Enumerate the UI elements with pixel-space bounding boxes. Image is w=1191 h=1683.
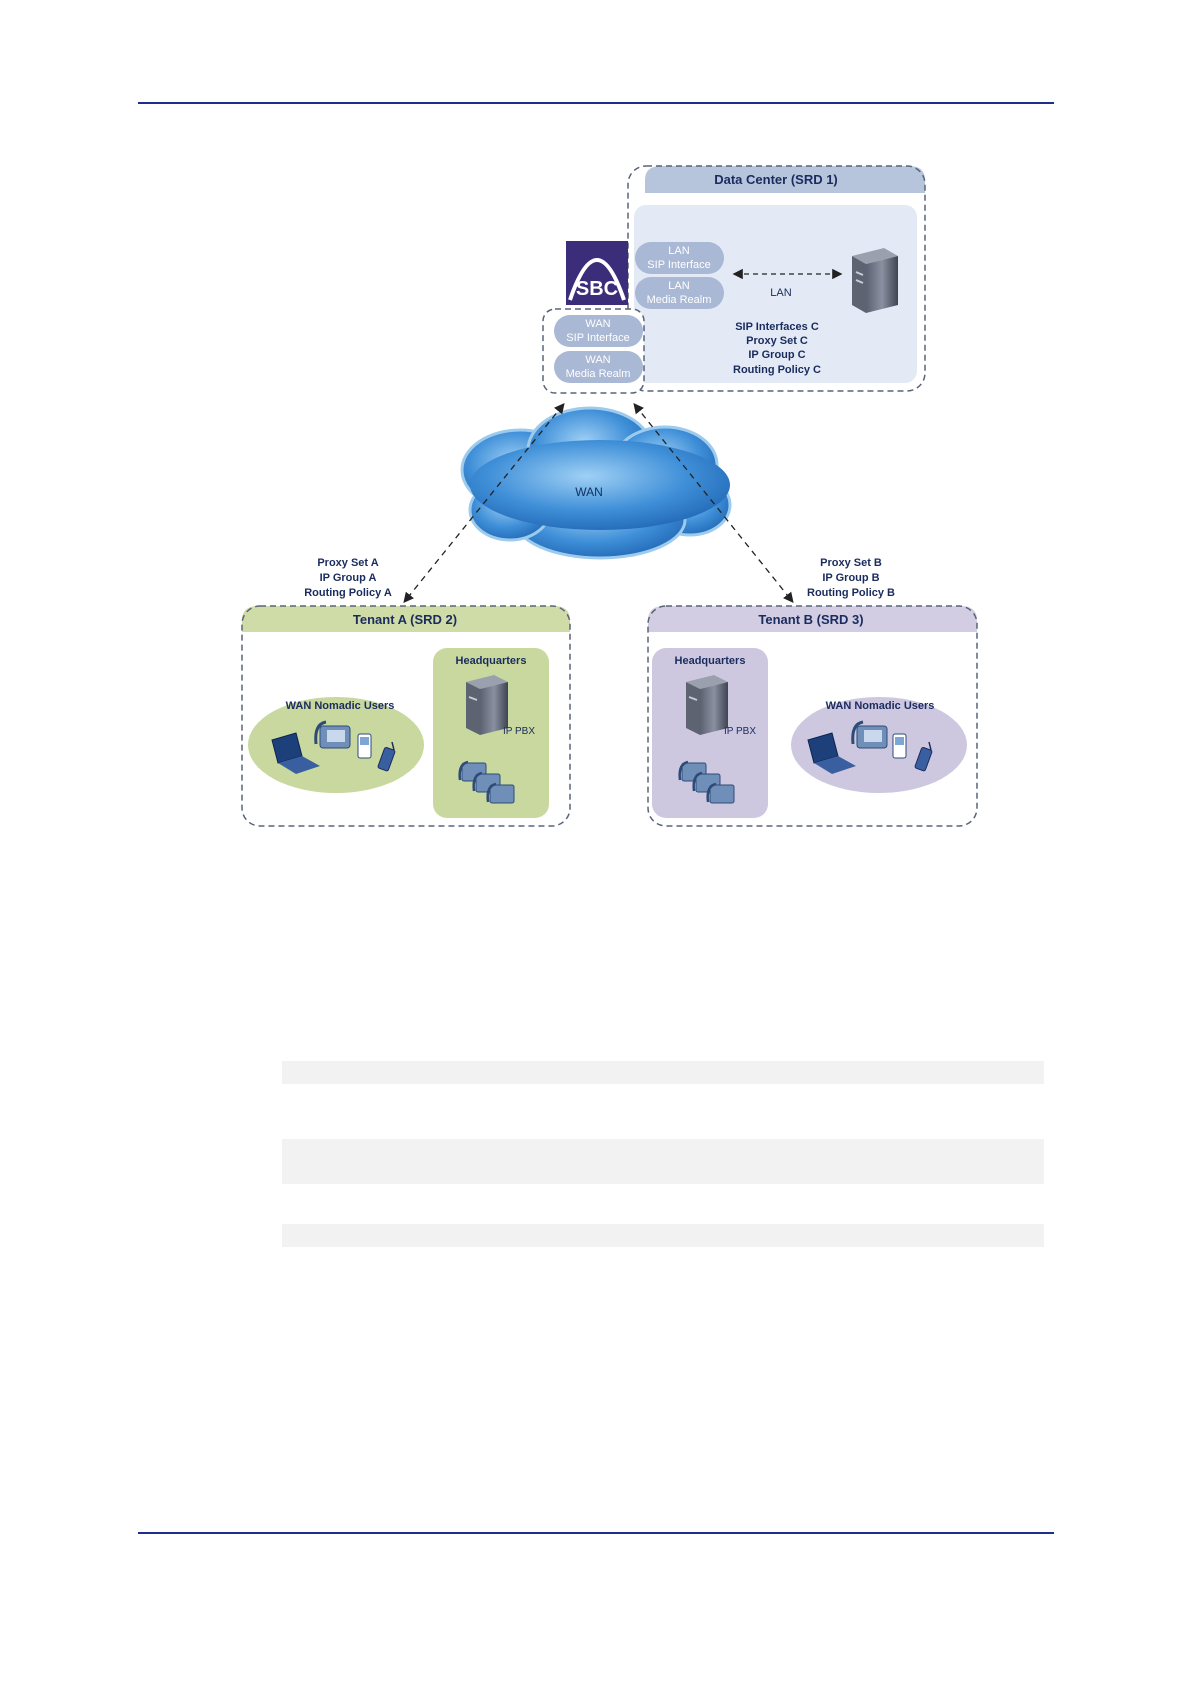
wan-sip-line1: WAN xyxy=(585,318,610,330)
tenant-b-title: Tenant B (SRD 3) xyxy=(758,612,863,627)
tenant-a-nomadic-label: WAN Nomadic Users xyxy=(286,700,395,712)
wan-media-line1: WAN xyxy=(585,354,610,366)
wan-cloud-label: WAN xyxy=(575,485,603,499)
wan-media-line2: Media Realm xyxy=(566,368,631,380)
wan-cloud: WAN xyxy=(462,408,730,558)
tenant-b-config-line-2: IP Group B xyxy=(822,572,879,584)
sbc-group: SBC WAN SIP Interface WAN Media Realm xyxy=(543,241,644,393)
shaded-band-1 xyxy=(282,1061,1044,1084)
mobile-phone-icon xyxy=(893,734,906,758)
tenant-b-pbx-label: IP PBX xyxy=(724,726,756,737)
dc-config-line-3: IP Group C xyxy=(748,349,805,361)
tenant-b-pbx-server-icon xyxy=(686,675,728,735)
tenant-a-pbx-label: IP PBX xyxy=(503,726,535,737)
tenant-a-config-line-2: IP Group A xyxy=(320,572,377,584)
lan-sip-line1: LAN xyxy=(668,245,689,257)
lan-media-line1: LAN xyxy=(668,280,689,292)
wan-sip-line2: SIP Interface xyxy=(566,332,629,344)
tenant-a-title: Tenant A (SRD 2) xyxy=(353,612,457,627)
sbc-logo: SBC xyxy=(566,241,628,305)
desk-phone-icon xyxy=(853,722,887,748)
footer-rule xyxy=(138,1532,1054,1534)
shaded-band-3 xyxy=(282,1224,1044,1247)
lan-media-line2: Media Realm xyxy=(647,294,712,306)
tenant-b-config-line-3: Routing Policy B xyxy=(807,587,895,599)
data-center-group: Data Center (SRD 1) LAN SIP Interface LA… xyxy=(628,166,925,391)
lan-sip-line2: SIP Interface xyxy=(647,259,710,271)
tenant-a-group: Tenant A (SRD 2) WAN Nomadic Users Headq… xyxy=(242,606,570,826)
dc-config-line-2: Proxy Set C xyxy=(746,335,808,347)
tenant-b-hq-label: Headquarters xyxy=(675,655,746,667)
shaded-band-2 xyxy=(282,1139,1044,1184)
tenant-a-config-line-1: Proxy Set A xyxy=(317,557,378,569)
desk-phone-icon xyxy=(316,722,350,748)
dc-config-line-4: Routing Policy C xyxy=(733,364,821,376)
tenant-a-pbx-server-icon xyxy=(466,675,508,735)
tenant-b-nomadic-label: WAN Nomadic Users xyxy=(826,700,935,712)
tenant-b-group: Tenant B (SRD 3) Headquarters IP PBX WAN… xyxy=(648,606,977,826)
server-icon xyxy=(852,248,898,313)
tenant-b-config-line-1: Proxy Set B xyxy=(820,557,882,569)
tenant-a-hq-label: Headquarters xyxy=(456,655,527,667)
lan-label: LAN xyxy=(770,287,791,299)
tenant-a-config-line-3: Routing Policy A xyxy=(304,587,392,599)
data-center-title: Data Center (SRD 1) xyxy=(714,172,838,187)
dc-config-line-1: SIP Interfaces C xyxy=(735,321,819,333)
mobile-phone-icon xyxy=(358,734,371,758)
sbc-logo-text: SBC xyxy=(576,278,618,300)
